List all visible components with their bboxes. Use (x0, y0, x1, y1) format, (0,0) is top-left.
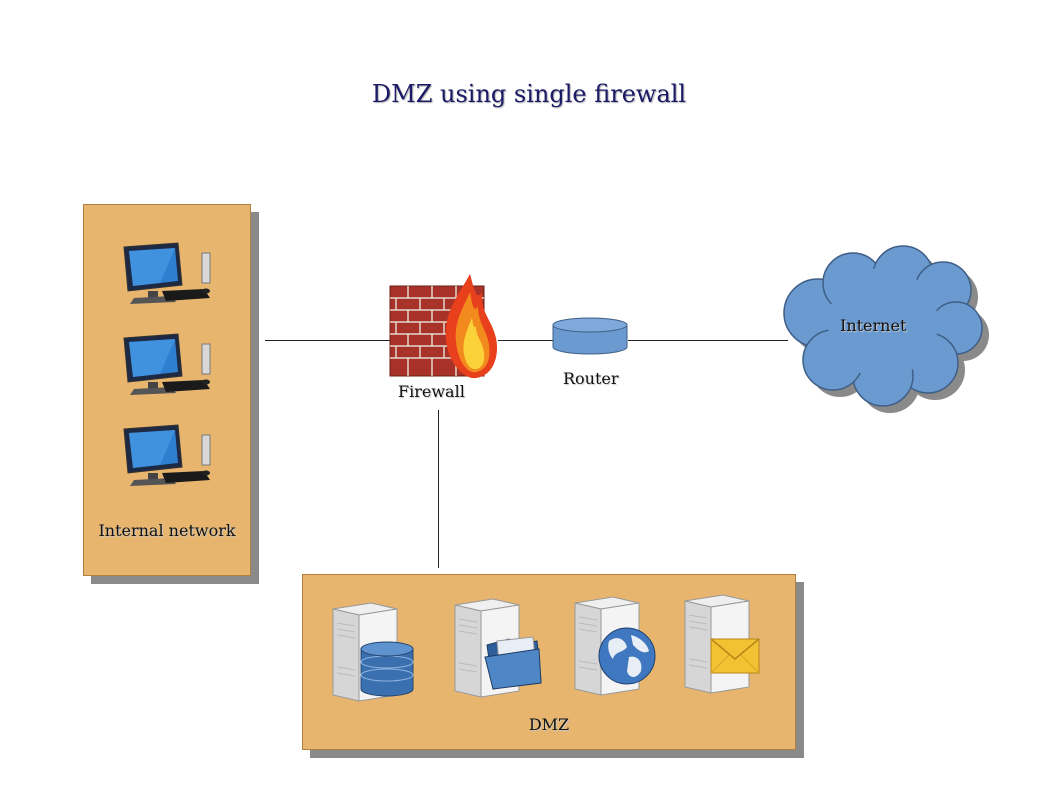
router-icon (552, 317, 630, 357)
internal-network-zone: Internal network (83, 204, 251, 576)
connector-firewall-router (498, 340, 554, 341)
connector-internal-firewall (265, 340, 390, 341)
router-label: Router (563, 369, 619, 388)
web-server-icon (573, 595, 663, 699)
internet-label: Internet (840, 316, 907, 335)
file-server-icon (453, 597, 543, 701)
connector-firewall-dmz (438, 410, 439, 568)
internal-network-label: Internal network (98, 521, 236, 540)
desktop-computer-icon (120, 332, 212, 398)
desktop-computer-icon (120, 423, 212, 489)
diagram-title: DMZ using single firewall (371, 80, 687, 108)
desktop-computer-icon (120, 241, 212, 307)
dmz-zone: DMZ (302, 574, 796, 750)
database-server-icon (331, 601, 417, 705)
dmz-label: DMZ (528, 715, 570, 734)
mail-server-icon (683, 593, 773, 697)
firewall-label: Firewall (398, 382, 465, 401)
firewall-icon (388, 274, 500, 382)
cloud-icon (778, 245, 990, 418)
connector-router-internet (628, 340, 788, 341)
